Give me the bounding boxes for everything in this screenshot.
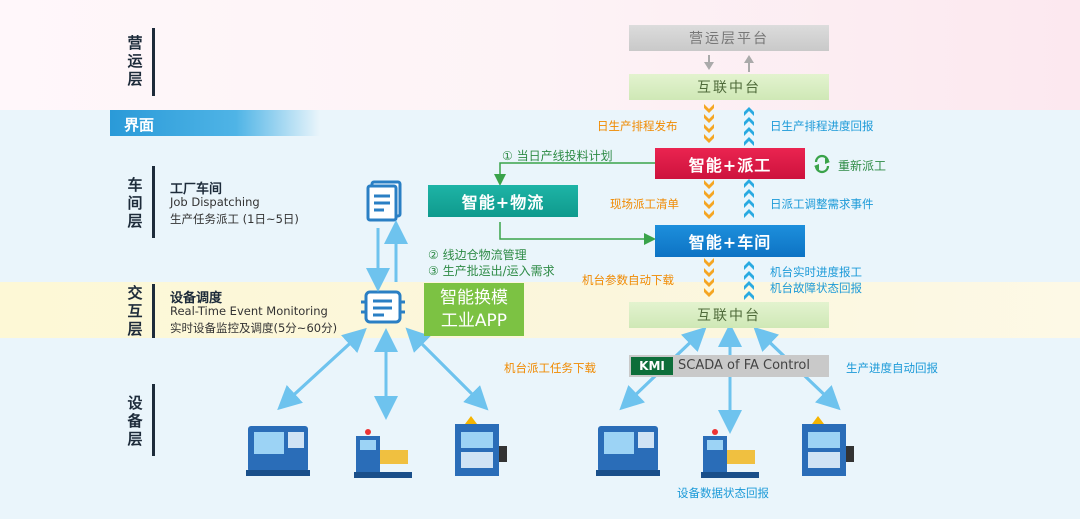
machine-right-2-icon bbox=[701, 429, 759, 478]
label-device-status: 设备数据状态回报 bbox=[677, 486, 769, 500]
label-site-list: 现场派工清单 bbox=[610, 197, 679, 211]
internet-top-box: 互联中台 bbox=[629, 74, 829, 100]
orange-chevrons-2 bbox=[704, 180, 714, 219]
device-en: Real-Time Event Monitoring bbox=[170, 304, 328, 318]
orange-chevrons-1 bbox=[704, 104, 714, 143]
control-panel-icon bbox=[361, 290, 405, 324]
scada-box bbox=[629, 355, 829, 377]
smart-workshop-box: 智能+车间 bbox=[655, 225, 805, 257]
label-adjust-event: 日派工调整需求事件 bbox=[770, 197, 874, 211]
orange-chevrons-3 bbox=[704, 258, 714, 297]
kmi-badge: KMI bbox=[631, 357, 673, 375]
machine-left-1-icon bbox=[246, 426, 310, 476]
layer-interaction-label: 交互层 bbox=[127, 284, 143, 338]
machine-right-3-icon bbox=[802, 416, 854, 476]
layer-workshop-label: 车间层 bbox=[127, 176, 143, 230]
blue-chevrons-2 bbox=[744, 179, 754, 218]
label-param-download: 机台参数自动下载 bbox=[582, 273, 674, 287]
refresh-icon bbox=[814, 154, 830, 174]
document-icon bbox=[366, 180, 402, 222]
machine-right-1-icon bbox=[596, 426, 660, 476]
layer-operations-label: 营运层 bbox=[127, 34, 143, 88]
factory-en: Job Dispatching bbox=[170, 195, 260, 209]
scada-label: SCADA of FA Control bbox=[678, 358, 810, 373]
internet-bottom-box: 互联中台 bbox=[629, 302, 829, 328]
machine-left-3-icon bbox=[455, 416, 507, 476]
label-fault-report: 机台故障状态回报 bbox=[770, 281, 862, 295]
blue-chevrons-1 bbox=[744, 107, 754, 146]
label-task-download: 机台派工任务下载 bbox=[504, 361, 596, 375]
factory-cn: 生产任务派工 (1日~5日) bbox=[170, 212, 299, 226]
label-daily-feedback: 日生产排程进度回报 bbox=[770, 119, 874, 133]
machine-left-2-icon bbox=[354, 429, 412, 478]
app-line-2: 工业APP bbox=[440, 310, 508, 331]
label-warehouse: ② 线边仓物流管理 bbox=[428, 248, 527, 262]
layer-equipment-bar bbox=[152, 384, 155, 456]
device-cn: 实时设备监控及调度(5分~60分) bbox=[170, 321, 338, 335]
interface-banner bbox=[110, 110, 320, 136]
layer-workshop-bar bbox=[152, 166, 155, 238]
operations-band bbox=[0, 0, 1080, 110]
ops-platform-box: 营运层平台 bbox=[629, 25, 829, 51]
equipment-band bbox=[0, 338, 1080, 519]
label-realtime-report: 机台实时进度报工 bbox=[770, 265, 862, 279]
smart-logistics-box: 智能+物流 bbox=[428, 185, 578, 217]
interaction-band bbox=[0, 282, 1080, 338]
layer-interaction-bar bbox=[152, 284, 155, 338]
blue-chevrons-3 bbox=[744, 261, 754, 300]
app-line-1: 智能换模 bbox=[440, 287, 508, 308]
layer-equipment-label: 设备层 bbox=[127, 394, 143, 448]
smart-dispatch-box: 智能+派工 bbox=[655, 148, 805, 179]
label-batch: ③ 生产批运出/运入需求 bbox=[428, 264, 555, 278]
label-daily-release: 日生产排程发布 bbox=[597, 119, 678, 133]
interface-label: 界面 bbox=[124, 116, 155, 134]
label-auto-report: 生产进度自动回报 bbox=[846, 361, 938, 375]
industrial-app-box: 智能换模 工业APP bbox=[424, 283, 524, 336]
factory-title: 工厂车间 bbox=[170, 182, 223, 197]
label-redispatch: 重新派工 bbox=[838, 159, 887, 173]
layer-operations-bar bbox=[152, 28, 155, 96]
label-material-plan: ① 当日产线投料计划 bbox=[502, 149, 613, 163]
device-title: 设备调度 bbox=[170, 291, 223, 306]
